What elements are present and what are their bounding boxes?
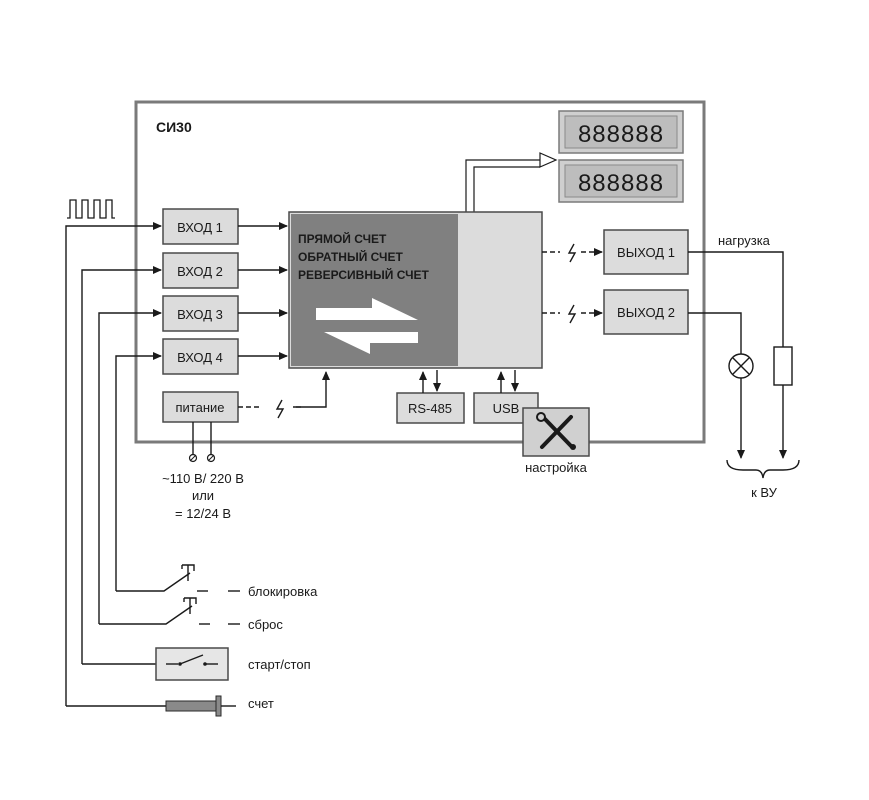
svg-text:ВХОД 3: ВХОД 3 [177, 307, 223, 322]
input-1: ВХОД 1 [162, 208, 239, 245]
power-spec-line-2: или [192, 488, 214, 503]
start-stop-switch [82, 647, 229, 681]
svg-text:ВЫХОД 2: ВЫХОД 2 [617, 305, 675, 320]
count-label: счет [248, 696, 274, 711]
to-control-label: к ВУ [751, 485, 778, 500]
display-bottom-digits: 888888 [578, 170, 664, 197]
svg-text:ВХОД 4: ВХОД 4 [177, 350, 223, 365]
power-block: питание [162, 391, 239, 423]
setup-label: настройка [525, 460, 588, 475]
wrench-icon [540, 415, 574, 449]
device-title: СИ30 [156, 119, 192, 135]
pulse-train-icon [67, 199, 115, 219]
input-2: ВХОД 2 [162, 252, 239, 289]
count-arrow-right-icon [316, 298, 418, 320]
start-stop-label: старт/стоп [248, 657, 311, 672]
load-resistor [773, 346, 793, 386]
input-4: ВХОД 4 [162, 338, 239, 375]
svg-text:ВЫХОД 1: ВЫХОД 1 [617, 245, 675, 260]
display-top-digits: 888888 [578, 121, 664, 148]
output-1: ВЫХОД 1 [603, 229, 689, 275]
lock-label: блокировка [248, 584, 318, 599]
svg-text:USB: USB [493, 401, 520, 416]
mode-reverse: ОБРАТНЫЙ СЧЕТ [298, 249, 403, 264]
rs485-port: RS-485 [396, 392, 465, 424]
svg-text:питание: питание [175, 400, 224, 415]
count-arrow-left-icon [324, 332, 418, 354]
mode-direct: ПРЯМОЙ СЧЕТ [298, 231, 387, 246]
svg-text:ВХОД 2: ВХОД 2 [177, 264, 223, 279]
load-label: нагрузка [718, 233, 771, 248]
output-2: ВЫХОД 2 [603, 289, 689, 335]
brace [726, 459, 800, 479]
lock-button [116, 564, 240, 592]
reset-button [99, 597, 240, 625]
power-terminal-2 [206, 453, 216, 463]
input-3: ВХОД 3 [162, 295, 239, 332]
reset-label: сброс [248, 617, 283, 632]
mode-reversible: РЕВЕРСИВНЫЙ СЧЕТ [298, 267, 430, 282]
power-spec-line-1: ~110 В/ 220 В [162, 471, 244, 486]
display-bottom: 888888 [558, 159, 684, 203]
display-top: 888888 [558, 110, 684, 154]
count-sensor [66, 695, 236, 717]
svg-text:ВХОД 1: ВХОД 1 [177, 220, 223, 235]
svg-text:RS-485: RS-485 [408, 401, 452, 416]
setup-tool [522, 407, 590, 457]
power-spec-line-3: = 12/24 В [175, 506, 231, 521]
lamp-icon [728, 353, 754, 379]
power-terminal-1 [188, 453, 198, 463]
